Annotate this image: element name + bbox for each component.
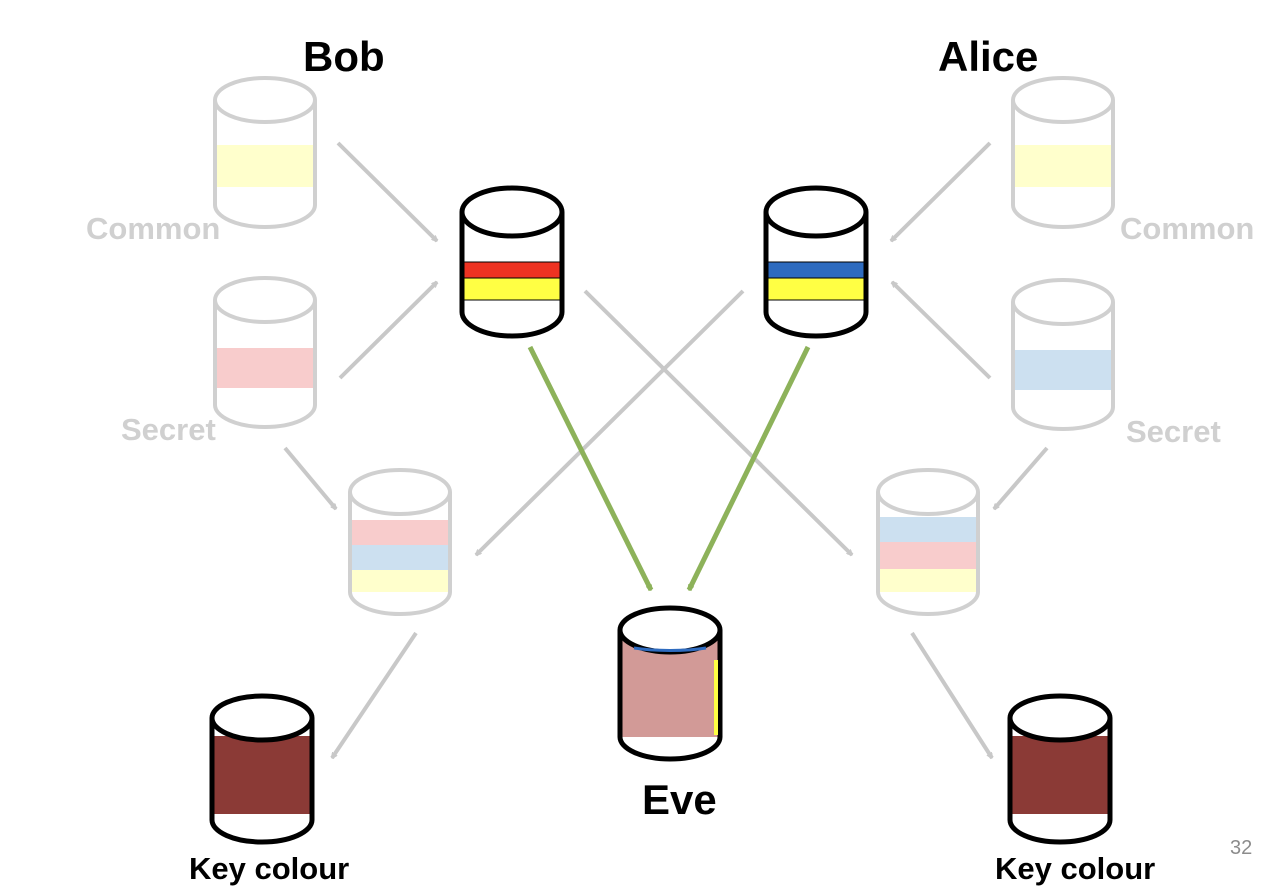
common-label-left: Common bbox=[86, 211, 221, 246]
arrow-bob-secret-to-received bbox=[283, 446, 338, 509]
bob-label: Bob bbox=[303, 33, 385, 80]
secret-paint-can-bob bbox=[213, 276, 317, 429]
common-paint-can-right bbox=[1011, 76, 1115, 229]
page-number: 32 bbox=[1230, 837, 1253, 859]
arrow-bob-received-to-key bbox=[330, 631, 418, 758]
arrow-alice-received-to-key bbox=[910, 631, 994, 758]
key-colour-can-left bbox=[209, 693, 315, 845]
secret-label-left: Secret bbox=[121, 412, 216, 447]
arrow-alice-mix-to-bob-received bbox=[474, 289, 745, 557]
alice-received-mix-can bbox=[876, 468, 980, 616]
key-colour-label-right: Key colour bbox=[995, 851, 1156, 886]
eve-paint-can bbox=[617, 605, 723, 762]
arrow-common-to-bob-mix bbox=[336, 141, 439, 243]
alice-public-mix-can bbox=[763, 185, 869, 339]
bob-public-mix-can bbox=[459, 185, 565, 339]
common-label-right: Common bbox=[1120, 211, 1255, 246]
arrow-common-to-alice-mix bbox=[889, 141, 992, 243]
arrow-bob-mix-to-eve bbox=[527, 345, 654, 590]
common-paint-can-left bbox=[213, 76, 317, 229]
key-colour-label-left: Key colour bbox=[189, 851, 350, 886]
arrow-alice-mix-to-eve bbox=[686, 345, 811, 590]
alice-label: Alice bbox=[938, 33, 1039, 80]
eve-label: Eve bbox=[642, 776, 717, 823]
key-colour-can-right bbox=[1007, 693, 1113, 845]
arrow-secret-to-alice-mix bbox=[890, 280, 992, 380]
bob-received-mix-can bbox=[348, 468, 452, 616]
arrow-secret-to-bob-mix bbox=[338, 280, 439, 380]
arrow-alice-secret-to-received bbox=[992, 446, 1049, 509]
secret-label-right: Secret bbox=[1126, 414, 1221, 449]
arrow-bob-mix-to-alice-received bbox=[583, 289, 854, 557]
secret-paint-can-alice bbox=[1011, 278, 1115, 431]
